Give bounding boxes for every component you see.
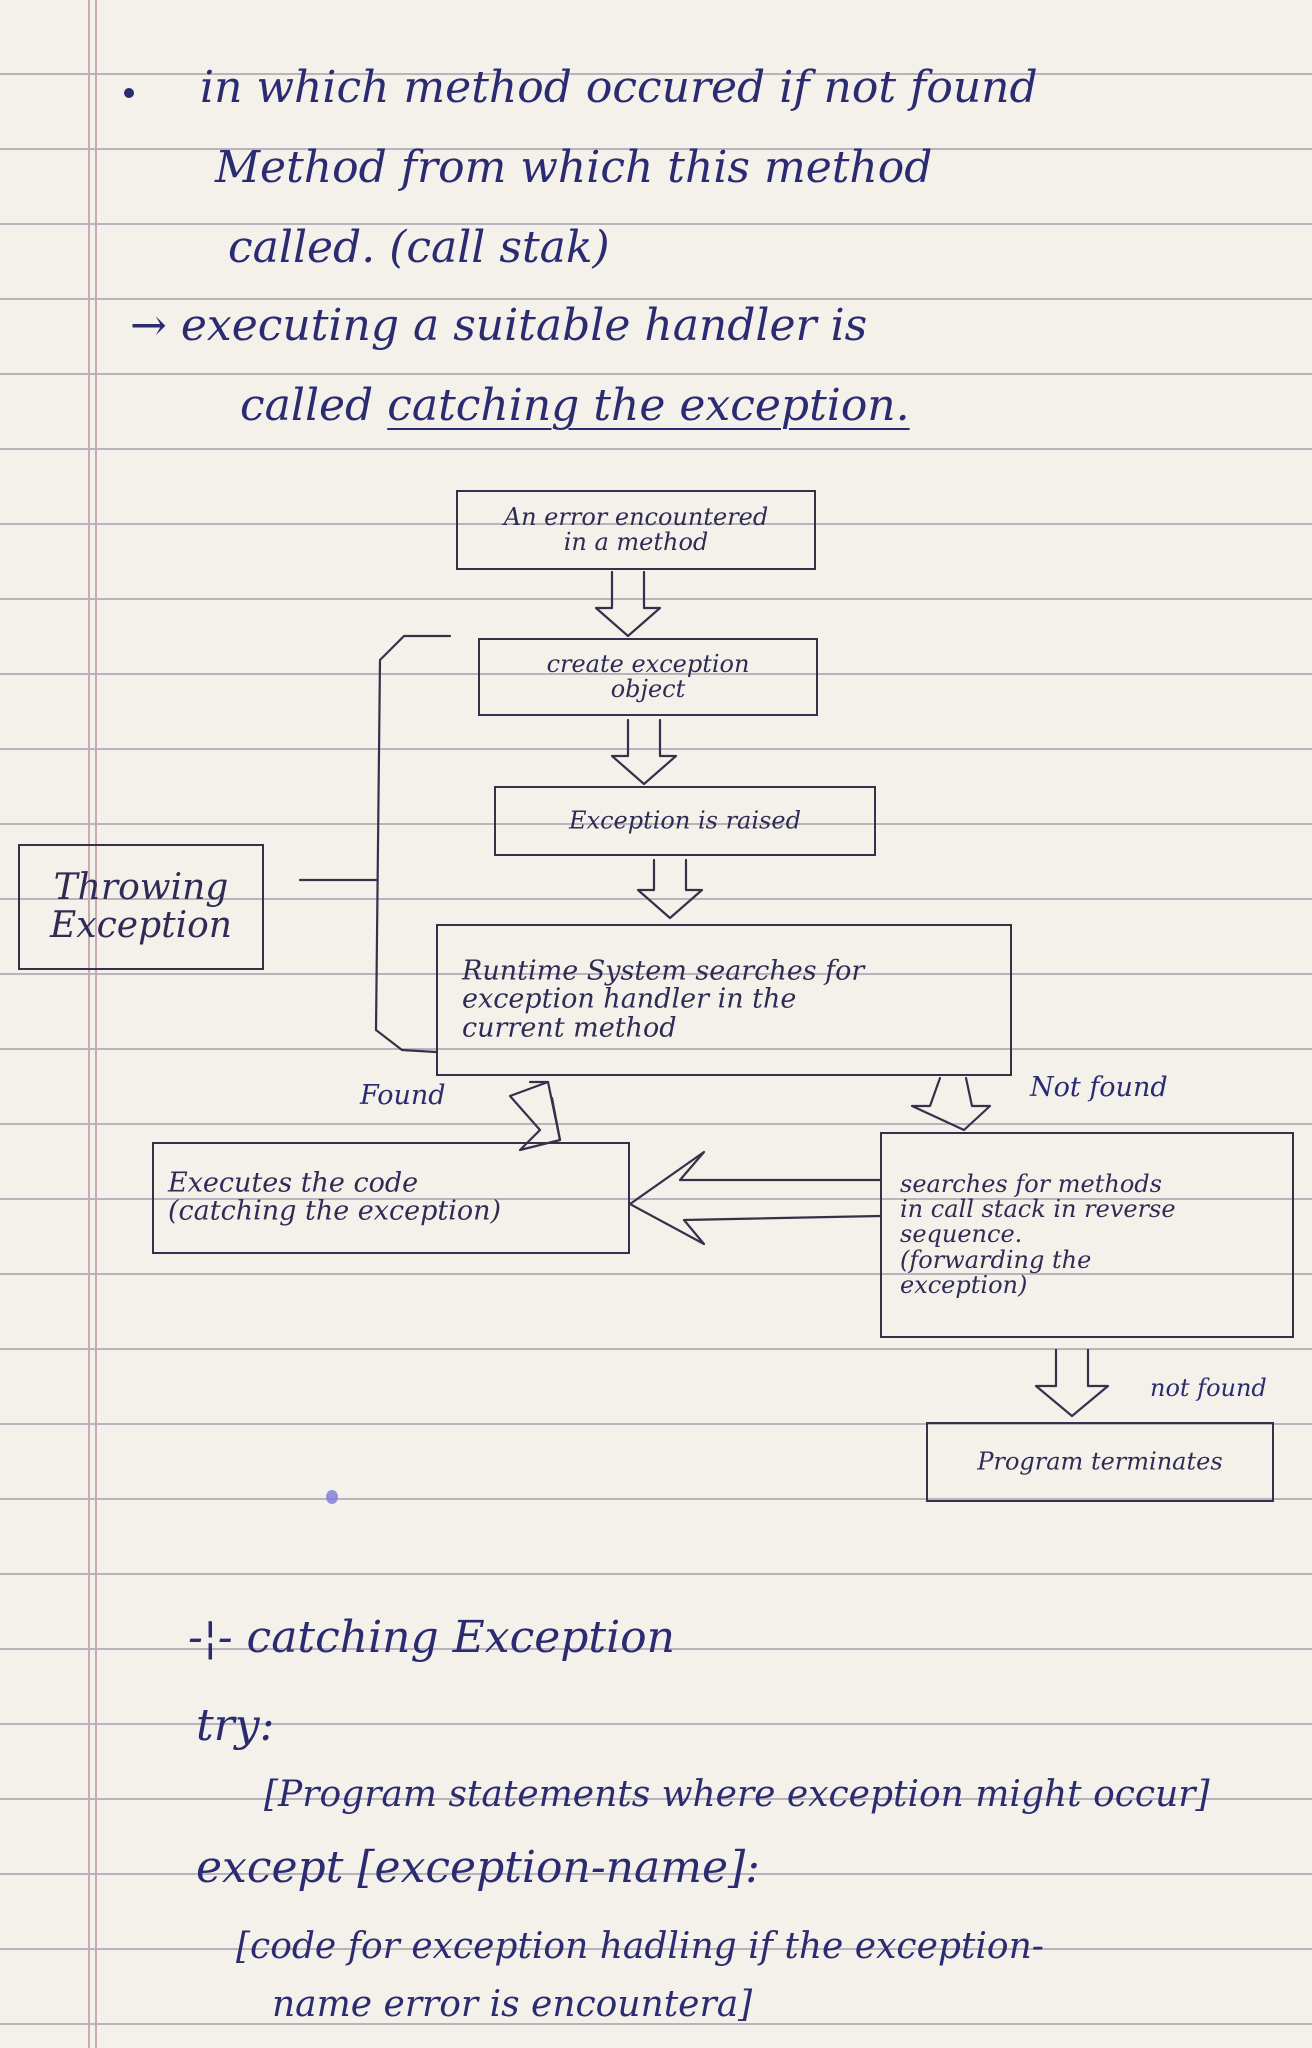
- catching-exception-term: catching the exception.: [387, 380, 910, 431]
- except-body-2: name error is encountera]: [272, 1984, 753, 2025]
- flow-box-error-encountered: An error encountered in a method: [456, 490, 816, 570]
- intro-line-3: called. (call stak): [228, 222, 610, 273]
- intro-arrow-line-2: called catching the exception.: [240, 380, 910, 431]
- flow-box-runtime-search: Runtime System searches for exception ha…: [436, 924, 1012, 1076]
- down-arrow: [1034, 1348, 1110, 1418]
- flow-box-exception-raised: Exception is raised: [494, 786, 876, 856]
- intro-line-2: Method from which this method: [215, 142, 933, 193]
- bullet-dot: [124, 88, 134, 98]
- intro-called-text: called: [240, 380, 388, 431]
- except-body-1: [code for exception hadling if the excep…: [236, 1926, 1044, 1967]
- flow-box-create-object: create exception object: [478, 638, 818, 716]
- not-found-label: Not found: [1030, 1072, 1168, 1103]
- try-body: [Program statements where exception migh…: [264, 1774, 1210, 1815]
- ink-stain: [326, 1490, 338, 1504]
- throwing-exception-label-box: Throwing Exception: [18, 844, 264, 970]
- intro-arrow-line-1: → executing a suitable handler is: [130, 300, 868, 351]
- not-found-label-2: not found: [1150, 1374, 1267, 1402]
- catching-heading: -¦- catching Exception: [188, 1612, 676, 1663]
- forward-to-executes-arrow: [628, 1150, 882, 1246]
- try-keyword: try:: [196, 1700, 275, 1751]
- margin-line: [95, 0, 97, 2048]
- down-arrow: [636, 858, 704, 920]
- margin-line: [88, 0, 90, 2048]
- found-arrow: [508, 1080, 562, 1152]
- found-label: Found: [360, 1080, 446, 1111]
- intro-line-1: in which method occured if not found: [200, 62, 1038, 113]
- flow-box-executes-code: Executes the code (catching the exceptio…: [152, 1142, 630, 1254]
- flow-box-program-terminates: Program terminates: [926, 1422, 1274, 1502]
- down-arrow: [594, 570, 662, 638]
- down-arrow: [610, 718, 678, 786]
- flow-box-search-call-stack: searches for methods in call stack in re…: [880, 1132, 1294, 1338]
- not-found-arrow: [910, 1076, 992, 1132]
- throwing-bracket: [374, 634, 452, 1054]
- except-line: except [exception-name]:: [196, 1842, 761, 1893]
